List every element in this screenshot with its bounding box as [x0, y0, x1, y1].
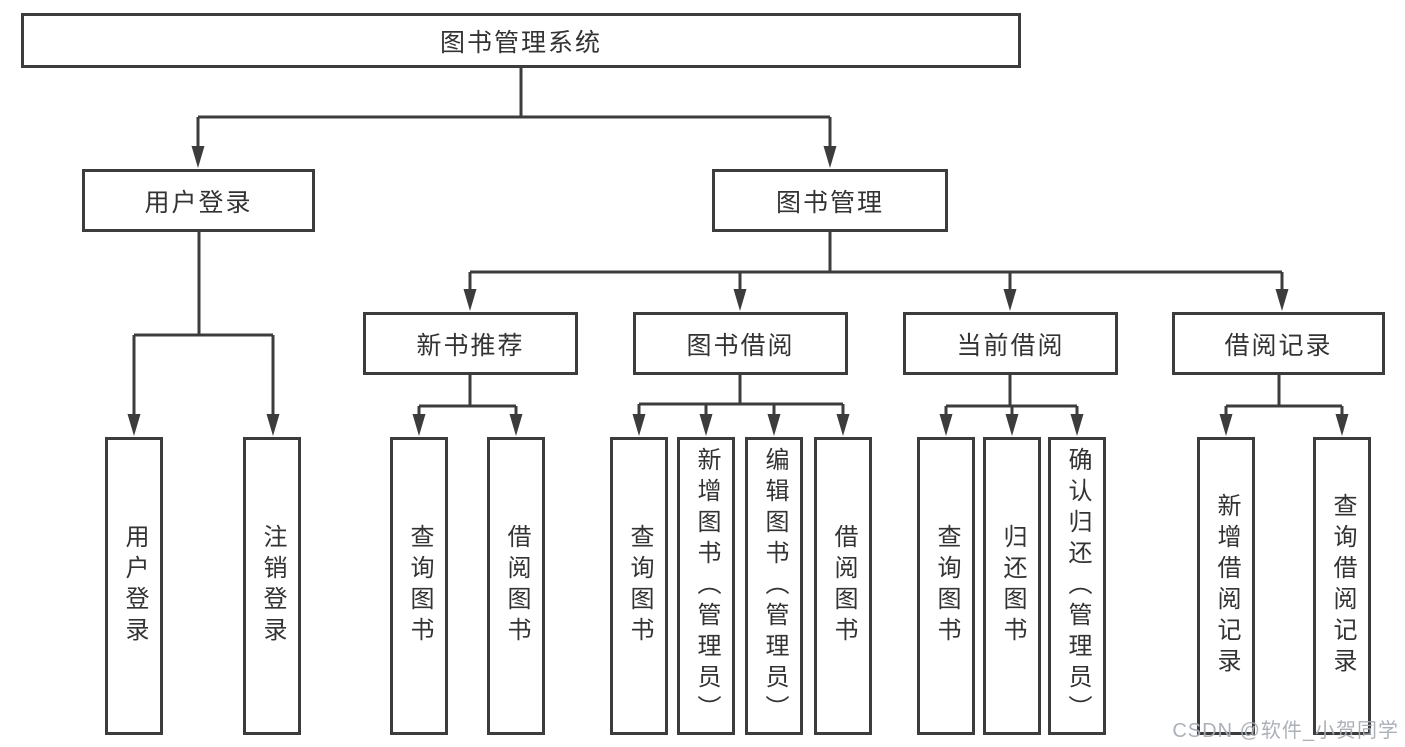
leaf-query-books-borrow: 查询图书 — [610, 437, 668, 735]
arrow-down-icon — [412, 414, 426, 436]
leaf-add-book-admin: 新增图书（管理员） — [677, 437, 735, 735]
leaf-borrow-books: 借阅图书 — [814, 437, 872, 735]
leaf-query-books-borrow-label: 查询图书 — [626, 524, 653, 648]
arrow-down-icon — [463, 289, 477, 311]
node-book-borrow: 图书借阅 — [633, 312, 848, 375]
node-current-borrow: 当前借阅 — [903, 312, 1118, 375]
leaf-query-books-current-label: 查询图书 — [933, 524, 960, 648]
leaf-add-borrow-record-label: 新增借阅记录 — [1213, 493, 1240, 679]
node-new-book-recommend: 新书推荐 — [363, 312, 578, 375]
leaf-borrow-books-label: 借阅图书 — [830, 524, 857, 648]
leaf-borrow-books-recommend: 借阅图书 — [487, 437, 545, 735]
node-book-mgmt: 图书管理 — [712, 169, 948, 232]
arrow-down-icon — [1275, 289, 1289, 311]
leaf-confirm-return-admin: 确认归还（管理员） — [1048, 437, 1106, 735]
node-book-borrow-label: 图书借阅 — [686, 331, 795, 360]
leaf-add-borrow-record: 新增借阅记录 — [1197, 437, 1255, 735]
leaf-edit-book-admin: 编辑图书（管理员） — [745, 437, 803, 735]
arrow-down-icon — [1070, 414, 1084, 436]
arrow-down-icon — [823, 146, 837, 168]
arrow-down-icon — [127, 414, 141, 436]
leaf-query-books-recommend: 查询图书 — [390, 437, 448, 735]
arrow-down-icon — [733, 289, 747, 311]
node-user-login-label: 用户登录 — [144, 188, 253, 217]
leaf-edit-book-admin-label: 编辑图书（管理员） — [761, 446, 788, 726]
arrow-down-icon — [1003, 289, 1017, 311]
leaf-logout-label: 注销登录 — [259, 524, 286, 648]
node-current-borrow-label: 当前借阅 — [956, 331, 1065, 360]
node-root-system: 图书管理系统 — [21, 13, 1021, 68]
connector-book-borrow-to-leaves — [637, 375, 845, 418]
connector-user-login-to-leaves — [132, 232, 275, 418]
connector-book-mgmt-to-level3 — [468, 232, 1284, 293]
arrow-down-icon — [1219, 414, 1233, 436]
connector-new-book-to-leaves — [417, 375, 518, 418]
arrow-down-icon — [836, 414, 850, 436]
node-borrow-records-label: 借阅记录 — [1224, 331, 1333, 360]
arrow-down-icon — [767, 414, 781, 436]
arrow-down-icon — [1335, 414, 1349, 436]
watermark: CSDN @软件_小贺同学 — [1172, 720, 1399, 742]
node-new-book-recommend-label: 新书推荐 — [416, 331, 525, 360]
connector-current-borrow-to-leaves — [944, 375, 1079, 418]
leaf-logout: 注销登录 — [243, 437, 301, 735]
arrow-down-icon — [632, 414, 646, 436]
node-book-mgmt-label: 图书管理 — [775, 188, 884, 217]
leaf-query-borrow-record: 查询借阅记录 — [1313, 437, 1371, 735]
arrow-down-icon — [699, 414, 713, 436]
leaf-borrow-books-recommend-label: 借阅图书 — [503, 524, 530, 648]
leaf-add-book-admin-label: 新增图书（管理员） — [693, 446, 720, 726]
leaf-query-books-current: 查询图书 — [917, 437, 975, 735]
node-root-label: 图书管理系统 — [439, 28, 602, 57]
connector-borrow-records-to-leaves — [1224, 375, 1344, 418]
node-user-login: 用户登录 — [82, 169, 315, 232]
connector-root-to-level2 — [196, 68, 832, 150]
leaf-query-books-recommend-label: 查询图书 — [406, 524, 433, 648]
arrow-down-icon — [1005, 414, 1019, 436]
arrowhead-icons — [127, 146, 1349, 436]
arrow-down-icon — [191, 146, 205, 168]
node-borrow-records: 借阅记录 — [1172, 312, 1385, 375]
arrow-down-icon — [266, 414, 280, 436]
leaf-return-book-label: 归还图书 — [999, 524, 1026, 648]
leaf-user-login-label: 用户登录 — [121, 524, 148, 648]
arrow-down-icon — [509, 414, 523, 436]
leaf-return-book: 归还图书 — [983, 437, 1041, 735]
arrow-down-icon — [939, 414, 953, 436]
leaf-query-borrow-record-label: 查询借阅记录 — [1329, 493, 1356, 679]
leaf-user-login: 用户登录 — [105, 437, 163, 735]
leaf-confirm-return-admin-label: 确认归还（管理员） — [1064, 446, 1091, 726]
